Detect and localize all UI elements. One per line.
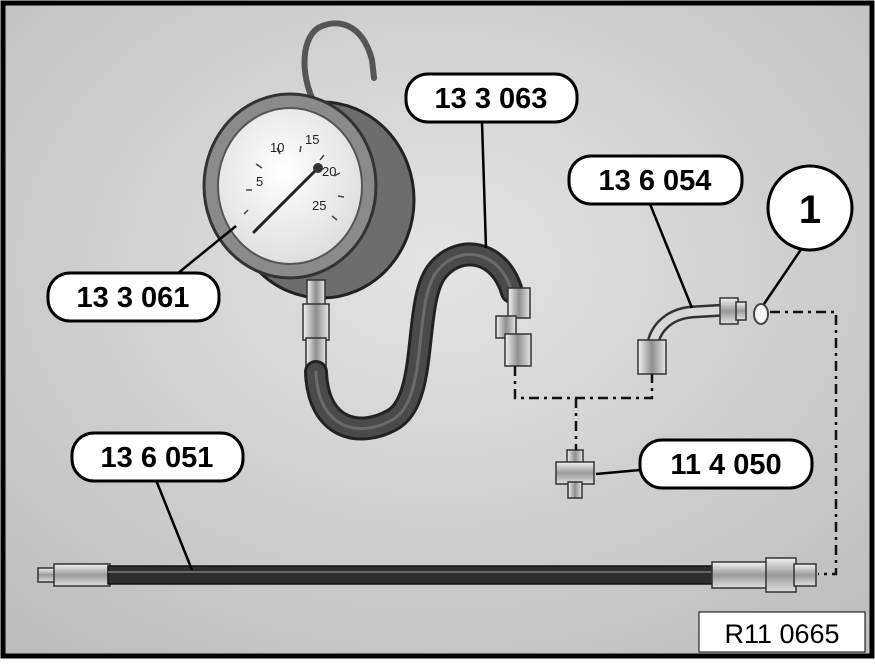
callout-gauge-label: 13 3 061 — [77, 282, 190, 314]
callout-tee: 11 4 050 — [638, 438, 814, 490]
gauge-dial-face — [217, 107, 363, 265]
line-right-thread — [793, 563, 817, 587]
gauge-scale-5: 5 — [256, 174, 263, 189]
gauge-stem — [306, 279, 326, 307]
line-left-fitting — [53, 563, 111, 587]
callout-adapter: 13 6 054 — [567, 154, 744, 206]
gauge-scale-25: 25 — [312, 198, 326, 213]
line-hose — [107, 565, 717, 585]
gauge-needle — [252, 166, 320, 234]
adapter-nut — [637, 339, 667, 375]
callout-line: 13 6 051 — [70, 431, 245, 483]
gauge-ticks — [243, 145, 345, 221]
gauge-scale-15: 15 — [305, 132, 319, 147]
fuel-line — [37, 557, 817, 593]
gauge-needle-hub — [313, 163, 323, 173]
gauge-nut — [302, 303, 330, 341]
gauge-scale-10: 10 — [270, 140, 284, 155]
gauge-hose — [304, 242, 532, 441]
gauge-scale-20: 20 — [322, 164, 336, 179]
hose-end-nut — [504, 333, 532, 367]
callout-line-label: 13 6 051 — [101, 442, 214, 474]
pressure-gauge: 5 10 15 20 25 — [202, 20, 416, 375]
line-right-nut — [765, 557, 797, 593]
figure-reference: R11 0665 — [698, 611, 866, 653]
line-right-crimp — [711, 561, 769, 589]
leader-lines — [154, 121, 804, 571]
callout-item-label: 1 — [799, 188, 821, 232]
callout-gauge: 13 3 061 — [46, 271, 221, 323]
connection-lines — [513, 310, 838, 576]
adapter-thread — [735, 301, 747, 321]
callout-item: 1 — [766, 164, 854, 252]
callout-hose-label: 13 3 063 — [435, 83, 548, 115]
callout-hose: 13 3 063 — [404, 72, 579, 124]
banjo-adapter — [637, 297, 747, 375]
hose-end-crimp — [507, 287, 531, 319]
callout-adapter-label: 13 6 054 — [599, 165, 712, 197]
callout-tee-label: 11 4 050 — [670, 449, 781, 481]
gauge-hook — [301, 20, 377, 113]
sealing-ring — [753, 303, 769, 325]
figure-reference-label: R11 0665 — [724, 619, 839, 649]
